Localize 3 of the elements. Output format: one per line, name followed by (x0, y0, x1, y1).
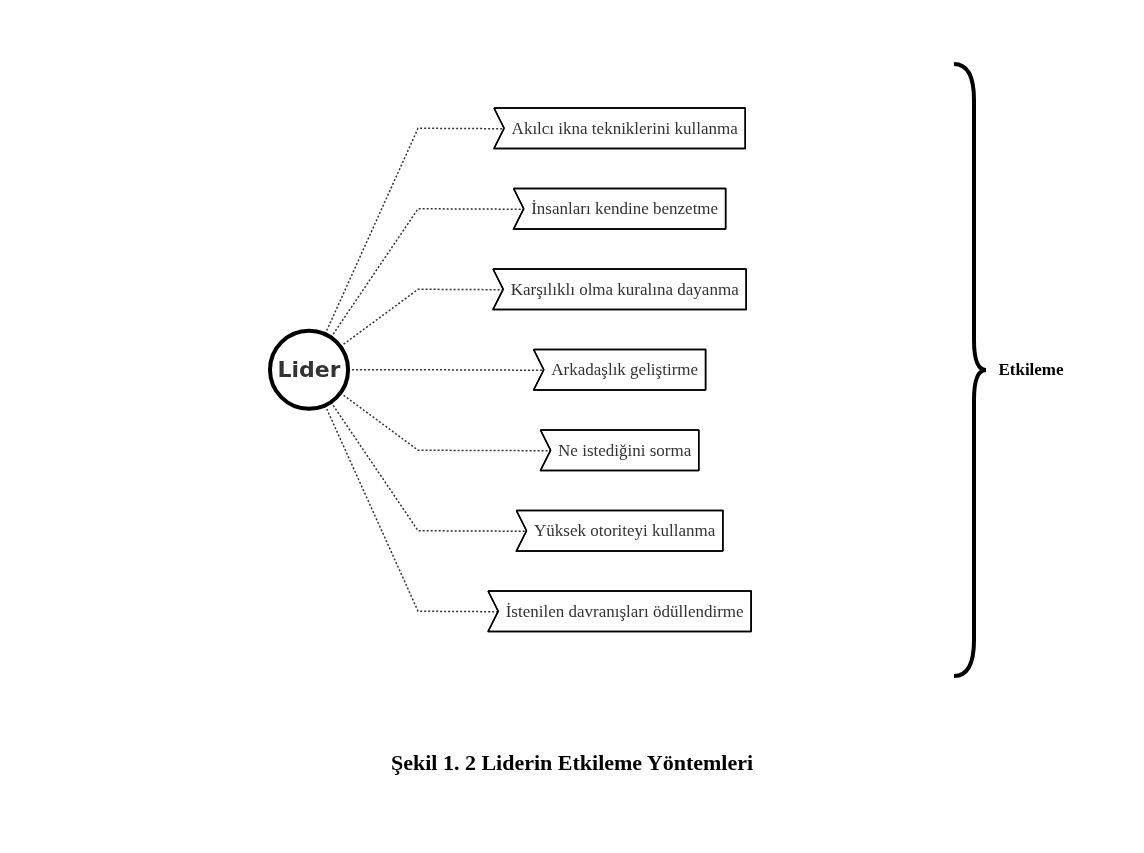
figure-caption: Şekil 1. 2 Liderin Etkileme Yöntemleri (390, 750, 754, 775)
node-circle: Lider (267, 328, 350, 412)
brace-label: Etkileme (998, 360, 1064, 380)
